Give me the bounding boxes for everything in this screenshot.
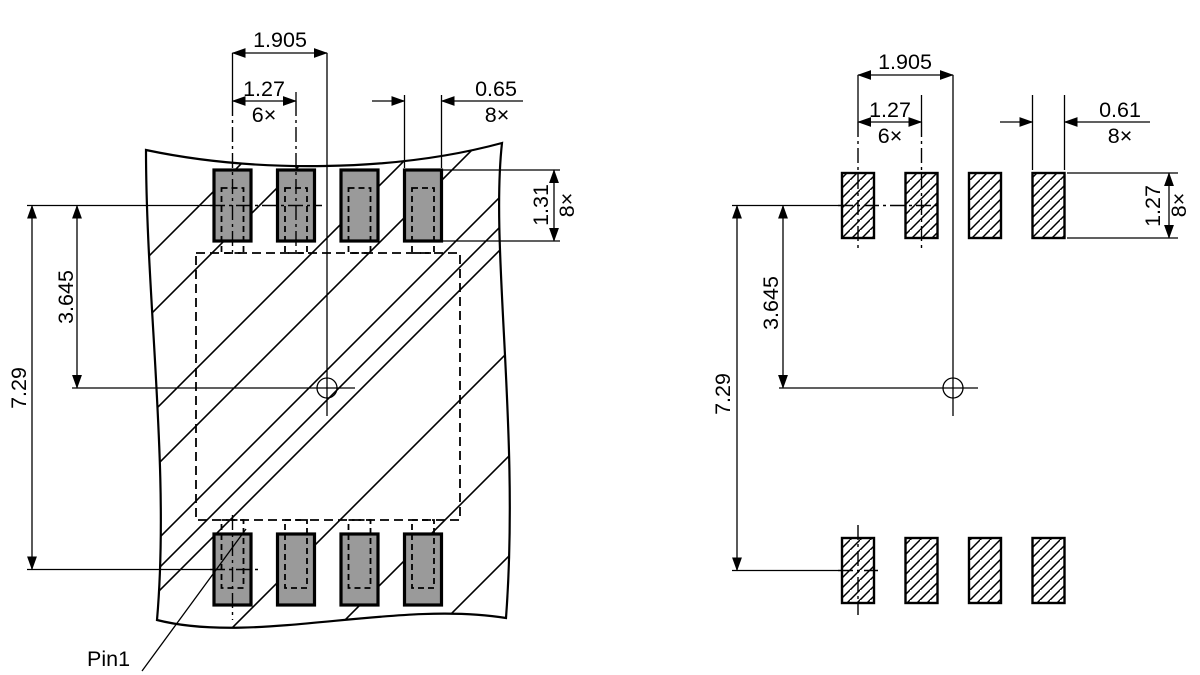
dim-label: 1.905 xyxy=(878,50,932,74)
pad xyxy=(275,532,317,607)
dim-row-span-right: 7.29 xyxy=(711,204,742,572)
pad xyxy=(1031,171,1066,240)
dim-center-pitch-left: 1.905 xyxy=(231,28,328,58)
origin-crosshair xyxy=(779,75,978,416)
pcb-package-view: 1.905 1.27 6× 0.65 8× 1.31 8× 3 xyxy=(7,28,579,672)
land-pattern-view: 1.905 1.27 6× 0.61 8× 1.27 8× 3 xyxy=(711,50,1191,615)
dim-label: 1.905 xyxy=(253,28,307,52)
dim-label: 7.29 xyxy=(7,367,31,409)
dim-pad-height-right: 1.27 8× xyxy=(1067,172,1191,239)
dim-label: 1.31 xyxy=(529,184,553,226)
dim-label: 0.65 xyxy=(475,77,517,101)
board-outline xyxy=(144,141,511,629)
pad xyxy=(339,532,380,607)
dim-label: 3.645 xyxy=(759,276,783,330)
dim-label: 0.61 xyxy=(1099,98,1141,122)
dim-pad-width-right: 0.61 8× xyxy=(1000,95,1150,170)
dim-count-label: 8× xyxy=(555,193,579,218)
pin1-label: Pin1 xyxy=(87,647,130,671)
centerlines-right-view xyxy=(732,75,940,615)
centerlines-left-view xyxy=(27,53,322,620)
dim-pad-width-left: 0.65 8× xyxy=(372,77,523,168)
dim-label: 1.27 xyxy=(1141,185,1165,227)
pad xyxy=(402,532,444,607)
origin-crosshair xyxy=(72,53,355,416)
dim-pad-pitch-left: 1.27 6× xyxy=(231,77,297,127)
pad xyxy=(904,536,939,605)
pad xyxy=(339,168,380,243)
dim-row-half-right: 3.645 xyxy=(759,204,788,389)
dim-count-label: 6× xyxy=(878,124,903,148)
dim-label: 1.27 xyxy=(869,98,911,122)
pad xyxy=(1031,536,1066,605)
package-body-outline xyxy=(195,252,461,521)
dim-count-label: 6× xyxy=(252,103,277,127)
pad xyxy=(402,168,444,243)
board-hatch xyxy=(146,143,510,628)
pin-outlines-bottom xyxy=(220,519,435,589)
pad xyxy=(967,171,1003,240)
dim-pad-pitch-right: 1.27 6× xyxy=(857,98,923,148)
dim-count-label: 8× xyxy=(1108,124,1133,148)
dim-label: 7.29 xyxy=(711,373,735,415)
dim-label: 1.27 xyxy=(243,77,285,101)
pin1-callout: Pin1 xyxy=(87,528,247,672)
dim-count-label: 8× xyxy=(1167,193,1191,218)
pad xyxy=(967,536,1003,605)
dim-pad-height-left: 1.31 8× xyxy=(443,169,579,242)
dim-center-pitch-right: 1.905 xyxy=(857,50,954,80)
pad-row-bottom xyxy=(840,536,1066,605)
dim-count-label: 8× xyxy=(485,103,510,127)
dim-row-span-left: 7.29 xyxy=(7,204,37,571)
dim-label: 3.645 xyxy=(54,270,78,324)
dim-row-half-left: 3.645 xyxy=(54,204,82,389)
